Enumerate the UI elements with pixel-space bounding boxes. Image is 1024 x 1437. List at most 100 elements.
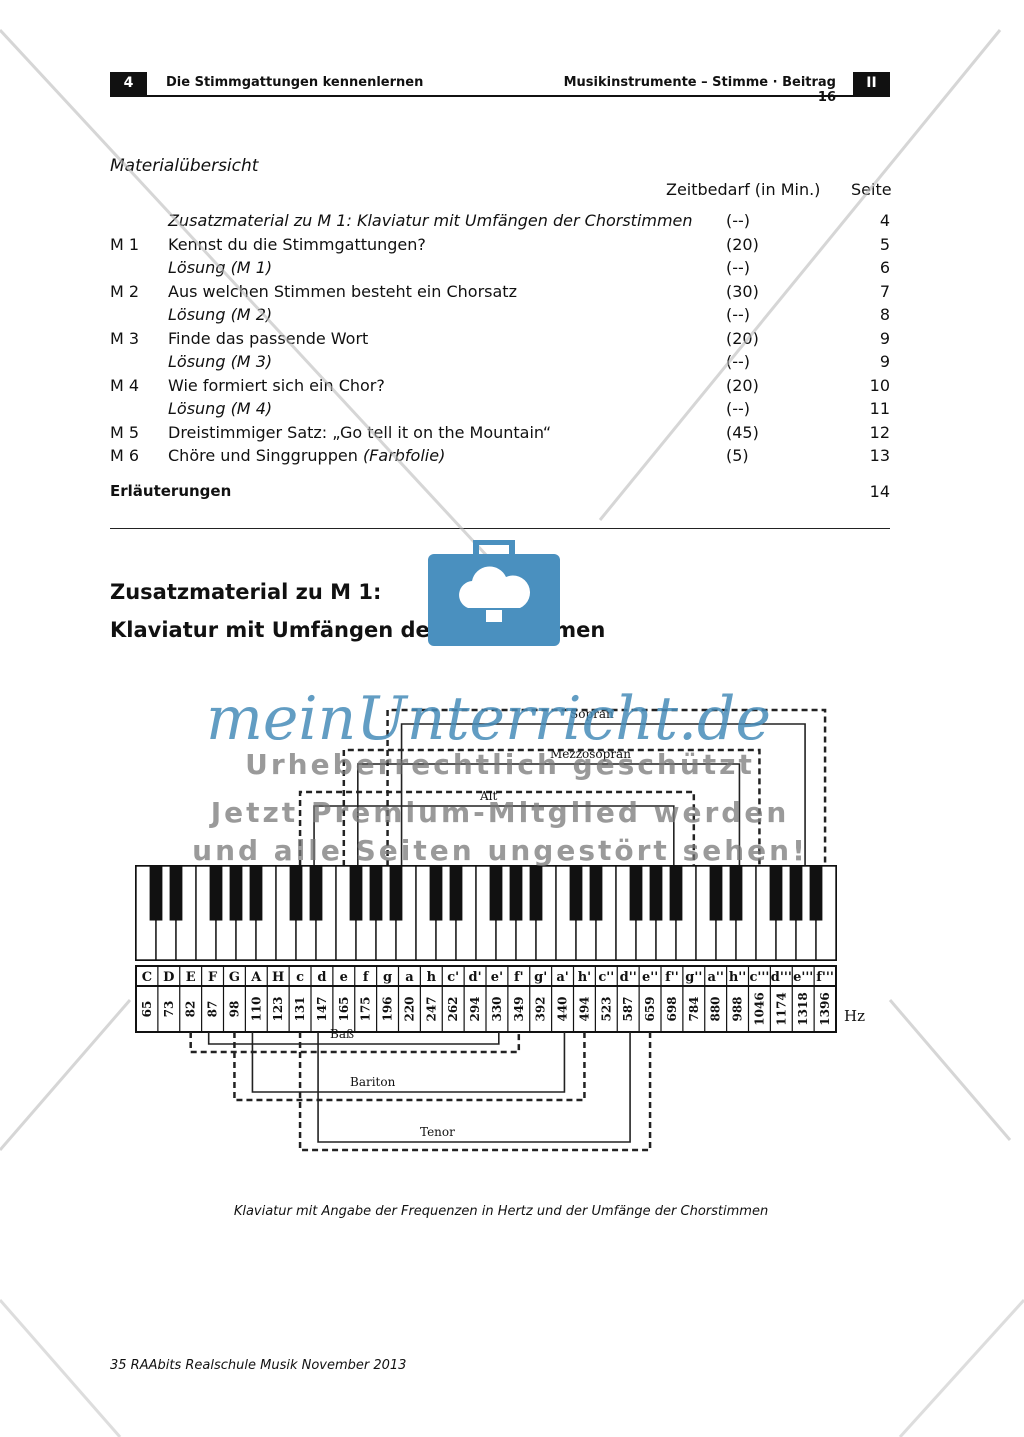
note-label: f'': [665, 970, 679, 985]
black-key: [249, 866, 263, 921]
frequency-label: 698: [665, 996, 679, 1021]
black-key: [729, 866, 743, 921]
frequency-label: 147: [315, 996, 329, 1021]
toc-page: 12: [869, 422, 890, 442]
toc-item-title: Lösung (M 3): [168, 352, 272, 371]
note-label: g: [383, 970, 392, 985]
note-label: e'': [642, 970, 658, 985]
toc-code: M 1: [110, 234, 140, 254]
note-label: d': [469, 970, 482, 985]
level-badge: II: [853, 72, 890, 95]
frequency-label: 880: [709, 996, 723, 1021]
voice-range-core: [207, 1032, 500, 1045]
frequency-label: 123: [271, 996, 285, 1021]
note-label: A: [250, 970, 262, 985]
toc-item-title: Lösung (M 1): [168, 258, 272, 277]
black-key: [229, 866, 243, 921]
toc-item-title-text: Wie formiert sich ein Chor?: [168, 375, 385, 395]
toc-row: Lösung (M 3)(--)9: [0, 352, 1024, 376]
frequency-label: 349: [512, 996, 526, 1021]
black-key: [789, 866, 803, 921]
frequency-label: 1396: [818, 992, 832, 1025]
note-label: d''': [771, 970, 792, 985]
toc-code: M 2: [110, 281, 140, 301]
note-label: D: [163, 970, 174, 985]
note-label: g': [534, 970, 547, 985]
toc-time: (--): [726, 305, 751, 324]
frequency-label: 73: [162, 1001, 176, 1018]
frequency-label: 220: [402, 996, 416, 1021]
toc-row: Lösung (M 1) (--) 6: [0, 258, 1024, 282]
frequency-label: 65: [140, 1001, 154, 1018]
toc-time: (20): [726, 375, 759, 395]
note-frequency-table: C65D73E82F87G98A110H123c131d147e165f175g…: [135, 965, 865, 1033]
toc-code: M 3: [110, 328, 140, 348]
note-label: e': [491, 970, 503, 985]
toc-code: M 6: [110, 446, 140, 465]
note-label: f': [514, 970, 524, 985]
black-key: [669, 866, 683, 921]
black-key: [529, 866, 543, 921]
note-label: f: [363, 970, 370, 985]
toc-time: (20): [726, 328, 759, 348]
black-key: [809, 866, 823, 921]
toc-column-page: Seite: [851, 180, 892, 199]
voice-range-core: [400, 723, 806, 866]
black-key: [569, 866, 583, 921]
piano-keyboard: [135, 865, 837, 961]
toc-item-title: Zusatzmaterial zu M 1: Klaviatur mit Umf…: [168, 211, 693, 230]
black-key: [169, 866, 183, 921]
black-key: [369, 866, 383, 921]
toc-item-title-text: Lösung (M 2): [168, 305, 273, 324]
voice-range-core: [251, 1032, 566, 1093]
voice-range-core: [317, 1032, 631, 1143]
frequency-label: 262: [446, 996, 460, 1021]
note-label: d'': [620, 970, 637, 985]
frequency-label: 392: [534, 996, 548, 1021]
note-label: f''': [816, 970, 834, 985]
toc-page: 7: [879, 281, 890, 301]
toc-item-title: Finde das passende Wort: [168, 329, 368, 348]
frequency-label: 110: [249, 996, 263, 1021]
black-key: [649, 866, 663, 921]
toc-item-title: Wie formiert sich ein Chor?: [168, 376, 385, 395]
voice-range-outline: [233, 1032, 586, 1102]
note-label: c'': [598, 970, 614, 985]
voice-label: Sopran: [570, 707, 614, 721]
frequency-label: 1318: [796, 992, 810, 1025]
voice-range-core: [357, 763, 741, 866]
voice-range-outline: [298, 790, 696, 866]
toc-time: (--): [726, 258, 751, 277]
toc-time: (--): [726, 211, 751, 230]
toc-time: (20): [726, 234, 759, 254]
voice-label: Alt: [479, 789, 498, 803]
black-key: [309, 866, 323, 921]
frequency-label: 988: [731, 996, 745, 1021]
black-key: [289, 866, 303, 921]
black-key: [489, 866, 503, 921]
black-key: [389, 866, 403, 921]
frequency-label: 523: [599, 996, 613, 1021]
black-key: [209, 866, 223, 921]
frequency-label: 294: [468, 996, 482, 1021]
toc-title: Materialübersicht: [110, 156, 259, 176]
frequency-label: 87: [206, 1001, 220, 1018]
voice-label: Tenor: [420, 1125, 455, 1139]
toc-page: 13: [869, 446, 890, 465]
toc-code: M 4: [110, 375, 140, 395]
section-title-line1: Zusatzmaterial zu M 1:: [110, 580, 382, 604]
header-left-title: Die Stimmgattungen kennenlernen: [166, 75, 424, 90]
toc-page: 8: [879, 305, 890, 324]
frequency-label: 330: [490, 996, 504, 1021]
note-label: a: [405, 970, 414, 985]
toc-time: (30): [726, 281, 759, 301]
note-label: e''': [793, 970, 813, 985]
frequency-label: 1046: [752, 992, 766, 1025]
toc-time: (45): [726, 422, 759, 442]
frequency-label: 784: [687, 996, 701, 1021]
toc-page: 6: [879, 258, 890, 277]
